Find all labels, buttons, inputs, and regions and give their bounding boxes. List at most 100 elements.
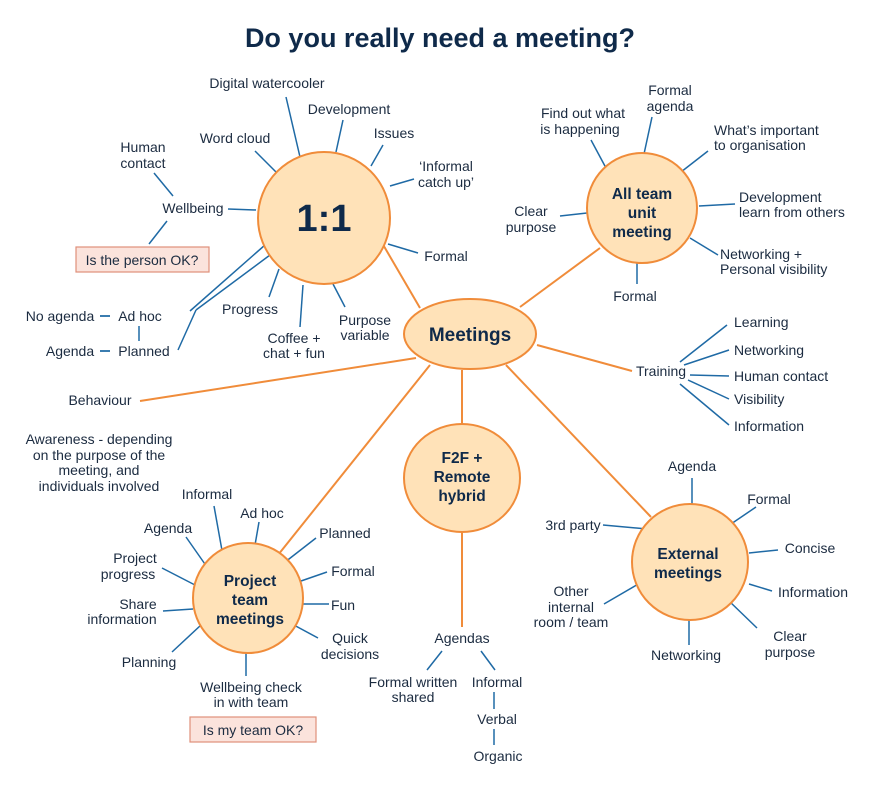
external-node (631, 503, 749, 621)
label-informal-project: Informal (182, 486, 233, 502)
behaviour-note-line: on the purpose of the (33, 447, 166, 463)
label-share-information-2: information (87, 611, 156, 627)
label-development-learn-2: learn from others (739, 204, 845, 220)
label-other-internal-1: Other (553, 583, 588, 599)
label-third-party: 3rd party (545, 517, 600, 533)
label-networking-visibility-1: Networking + (720, 246, 802, 262)
label-human-contact-1: Human (120, 139, 165, 155)
all-team-label-3: meeting (612, 224, 671, 241)
training-spokes (679, 324, 730, 426)
label-agenda-1to1: Agenda (46, 343, 94, 359)
label-progress: Progress (222, 301, 278, 317)
label-clear-purpose-1: Clear (514, 203, 548, 219)
label-purpose-variable-1: Purpose (339, 312, 391, 328)
behaviour-note-line: individuals involved (39, 478, 160, 494)
label-find-out-1: Find out what (541, 105, 625, 121)
hybrid-label-1: F2F + (442, 450, 483, 467)
label-formal-all-team: Formal (613, 288, 657, 304)
callout-person-ok (75, 246, 210, 273)
project-label-2: team (232, 592, 268, 609)
label-formal-1to1: Formal (424, 248, 468, 264)
label-share-information-1: Share (119, 596, 157, 612)
label-planning: Planning (122, 654, 177, 670)
label-ad-hoc-1to1: Ad hoc (118, 308, 162, 324)
label-agenda-project: Agenda (144, 520, 192, 536)
label-quick-decisions-2: decisions (321, 646, 379, 662)
hybrid-node (403, 423, 521, 533)
label-project-progress-2: progress (101, 566, 155, 582)
training-item: Networking (734, 342, 804, 358)
label-formal-written-2: shared (392, 689, 435, 705)
all-team-label-1: All team (612, 186, 672, 203)
label-quick-decisions-1: Quick (332, 630, 369, 646)
label-important-2: to organisation (714, 137, 806, 153)
meetings-label: Meetings (429, 325, 511, 346)
behaviour-note-line: Awareness - depending (26, 431, 173, 447)
label-wellbeing-check-1: Wellbeing check (200, 679, 303, 695)
label-formal-agenda-1: Formal (648, 82, 692, 98)
label-purpose-variable-2: variable (340, 327, 389, 343)
all-team-node (586, 152, 698, 264)
one-to-one-label: 1:1 (297, 198, 352, 240)
label-wellbeing-check-2: in with team (214, 694, 289, 710)
label-coffee-1: Coffee + (267, 330, 320, 346)
label-ad-hoc-project: Ad hoc (240, 505, 284, 521)
label-development-learn-1: Development (739, 189, 822, 205)
label-networking-visibility-2: Personal visibility (720, 261, 827, 277)
training-item: Information (734, 418, 804, 434)
label-informal-hybrid: Informal (472, 674, 523, 690)
label-agendas: Agendas (434, 630, 489, 646)
training-item: Human contact (734, 368, 828, 384)
all-team-label-2: unit (628, 205, 656, 222)
label-concise: Concise (785, 540, 836, 556)
page-title: Do you really need a meeting? (245, 23, 635, 53)
label-formal-project: Formal (331, 563, 375, 579)
label-formal-written-1: Formal written (369, 674, 458, 690)
label-verbal: Verbal (477, 711, 517, 727)
label-word-cloud: Word cloud (200, 130, 271, 146)
external-label-1: External (657, 546, 718, 563)
training-item: Visibility (734, 391, 784, 407)
label-project-progress-1: Project (113, 550, 157, 566)
label-formal-external: Formal (747, 491, 791, 507)
training-item: Learning (734, 314, 789, 330)
label-human-contact-2: contact (120, 155, 165, 171)
one-to-one-spokes (100, 96, 419, 352)
label-information-external: Information (778, 584, 848, 600)
project-label-3: meetings (216, 611, 284, 628)
label-coffee-2: chat + fun (263, 345, 325, 361)
callout-person-ok-text: Is the person OK? (86, 252, 199, 268)
behaviour-note-line: meeting, and (59, 462, 140, 478)
external-label-2: meetings (654, 565, 722, 582)
main-connectors (139, 235, 652, 627)
label-wellbeing: Wellbeing (162, 200, 223, 216)
label-agenda-external: Agenda (668, 458, 716, 474)
label-issues: Issues (374, 125, 414, 141)
label-networking-external: Networking (651, 647, 721, 663)
label-clear-purpose-external-2: purpose (765, 644, 816, 660)
all-team-spokes (559, 116, 736, 284)
hybrid-label-2: Remote (434, 469, 491, 486)
callout-team-ok (189, 716, 317, 743)
label-behaviour: Behaviour (68, 392, 131, 408)
label-planned-project: Planned (319, 525, 370, 541)
label-informal-catch-up-2: catch up’ (418, 174, 474, 190)
label-other-internal-3: room / team (534, 614, 609, 630)
hybrid-label-3: hybrid (438, 488, 485, 505)
meetings-node (403, 298, 537, 370)
callout-team-ok-text: Is my team OK? (203, 722, 304, 738)
label-fun: Fun (331, 597, 355, 613)
project-label-1: Project (224, 573, 277, 590)
label-planned-1to1: Planned (118, 343, 169, 359)
label-clear-purpose-2: purpose (506, 219, 557, 235)
one-to-one-node (257, 151, 391, 285)
label-informal-catch-up-1: ‘Informal (419, 158, 473, 174)
label-formal-agenda-2: agenda (647, 98, 694, 114)
label-development: Development (308, 101, 391, 117)
label-other-internal-2: internal (548, 599, 594, 615)
label-no-agenda: No agenda (26, 308, 95, 324)
label-digital-watercooler: Digital watercooler (209, 75, 324, 91)
label-clear-purpose-external-1: Clear (773, 628, 807, 644)
label-organic: Organic (473, 748, 522, 764)
